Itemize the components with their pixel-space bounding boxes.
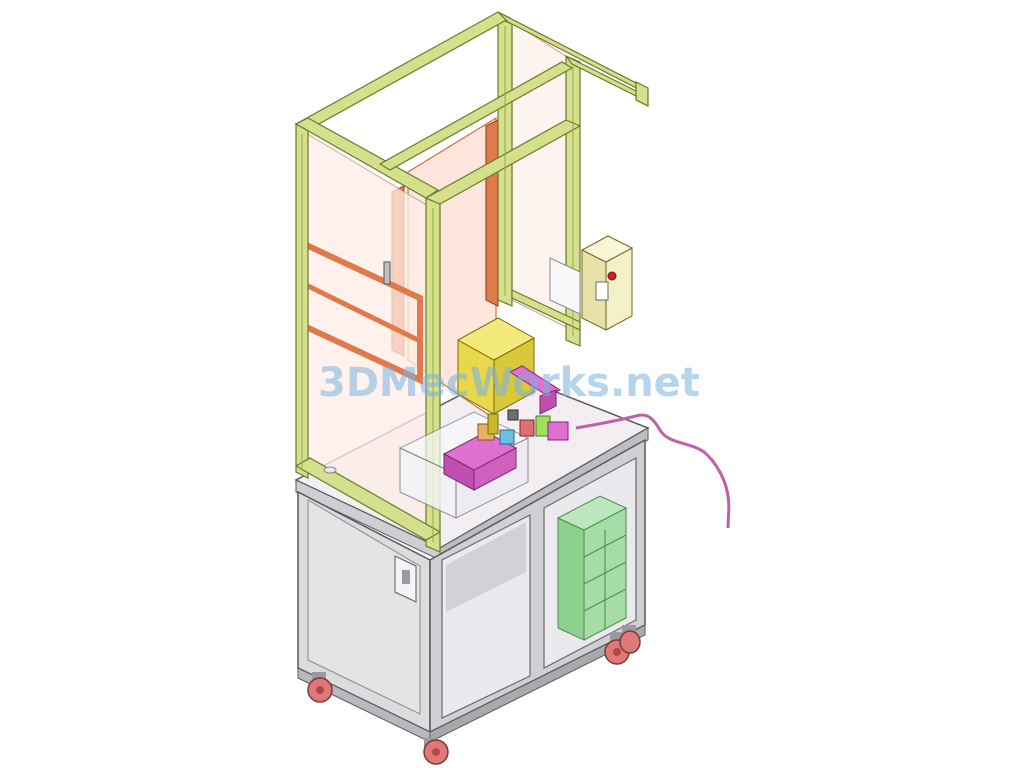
- caster-wheel-icon: [423, 738, 449, 765]
- press-fixture-assembly: [398, 317, 569, 519]
- emergency-stop-icon[interactable]: [607, 271, 617, 281]
- cabinet-door-left[interactable]: [441, 514, 531, 719]
- caster-wheel-icon: [619, 625, 641, 654]
- caster-wheel-icon: [307, 672, 333, 703]
- control-box: [549, 235, 634, 331]
- lower-cabinet: [294, 371, 650, 765]
- aluminum-profile-frame: [294, 11, 649, 553]
- signal-cable: [575, 413, 731, 529]
- cabinet-handle[interactable]: [394, 555, 417, 603]
- green-storage-shelf: [556, 495, 628, 641]
